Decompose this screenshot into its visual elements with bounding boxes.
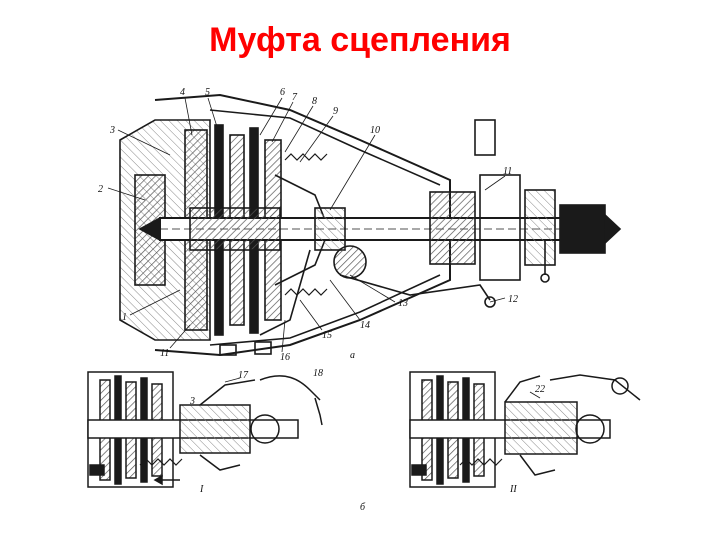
callout-4: 4 xyxy=(180,87,185,98)
slide-title: Муфта сцепления xyxy=(209,21,511,59)
callout-14: 14 xyxy=(360,320,370,331)
main-callouts xyxy=(107,97,506,353)
variant-1-assembly xyxy=(87,371,323,488)
variant-1-label: I xyxy=(199,484,204,495)
main-callout-labels: 1 2 3 4 5 6 7 8 9 10 11 12 13 14 15 16 1… xyxy=(98,87,518,363)
callout-18: 18 xyxy=(313,368,323,379)
callout-12: 12 xyxy=(508,294,518,305)
callout-3-variant: 3 xyxy=(189,396,195,407)
callout-11: 11 xyxy=(503,166,512,177)
callout-7: 7 xyxy=(292,92,298,103)
sublabel-a: а xyxy=(350,350,355,361)
callout-11-bottom: 11 xyxy=(160,348,169,359)
callout-22: 22 xyxy=(535,384,545,395)
callout-13: 13 xyxy=(398,298,408,309)
variant-2-label: II xyxy=(509,484,517,495)
variant-2-assembly xyxy=(409,371,641,488)
variant-1-labels: 17 18 3 I б xyxy=(189,368,366,513)
callout-16: 16 xyxy=(280,352,290,363)
callout-17: 17 xyxy=(238,370,249,381)
callout-15: 15 xyxy=(322,330,332,341)
clutch-drawing: 1 2 3 4 5 6 7 8 9 10 11 12 13 14 15 16 1… xyxy=(87,87,641,513)
callout-1: 1 xyxy=(122,312,127,323)
main-assembly xyxy=(119,93,622,357)
callout-8: 8 xyxy=(312,96,317,107)
callout-5: 5 xyxy=(205,87,210,98)
clutch-diagram: 1 2 3 4 5 6 7 8 9 10 11 12 13 14 15 16 1… xyxy=(60,80,660,525)
callout-6: 6 xyxy=(280,87,285,98)
callout-10: 10 xyxy=(370,125,380,136)
callout-9: 9 xyxy=(333,106,338,117)
callout-2: 2 xyxy=(98,184,103,195)
callout-3: 3 xyxy=(109,125,115,136)
sublabel-b: б xyxy=(360,502,366,513)
variant-2-labels: 22 II xyxy=(509,384,545,495)
